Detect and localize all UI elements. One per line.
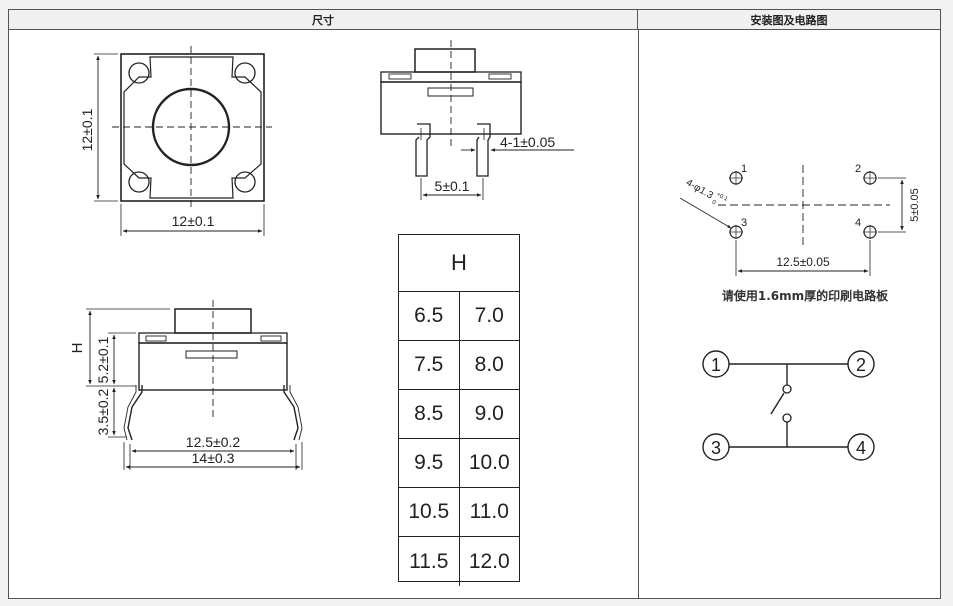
- installation-header: 安装图及电路图: [638, 10, 940, 30]
- terminal-2-label: 2: [856, 355, 866, 375]
- vertical-spacing-label: 5±0.05: [909, 188, 921, 222]
- terminal-4-label: 4: [856, 438, 866, 458]
- terminal-1-label: 1: [711, 355, 721, 375]
- front-pin-span-label: 12.5±0.2: [186, 434, 241, 450]
- h-table-cell: 9.0: [474, 402, 504, 425]
- switch-contact-top: [782, 384, 792, 394]
- h-table-cell: 7.0: [474, 304, 504, 327]
- h-table-cell: 12.0: [468, 549, 510, 573]
- h-table-cell: 11.0: [469, 500, 509, 523]
- h-table-row: 10.5 11.0: [399, 488, 519, 537]
- h-table-row: 7.5 8.0: [399, 341, 519, 390]
- dimensions-header: 尺寸: [9, 10, 638, 30]
- h-table-cell: 11.5: [399, 537, 460, 586]
- hole-tolerance-minus: 0: [711, 199, 717, 206]
- pcb-pin-label-2: 2: [855, 163, 861, 175]
- terminal-2-circle: [847, 350, 875, 378]
- terminal-4-circle: [847, 433, 875, 461]
- terminal-3-circle: [702, 433, 730, 461]
- switch-lever: [770, 392, 785, 415]
- h-table-cell: 10.0: [468, 451, 510, 474]
- hole-size-annotation: 4-φ1.3 +0.1 0: [684, 177, 729, 206]
- installation-diagram: [679, 165, 906, 276]
- pcb-pin-label-4: 4: [855, 217, 861, 229]
- side-view-drawing: [380, 40, 574, 200]
- pcb-thickness-note: 请使用1.6mm厚的印刷电路板: [721, 289, 889, 303]
- top-view-width-label: 12±0.1: [172, 213, 215, 229]
- pcb-pin-label-1: 1: [741, 163, 747, 175]
- hole-tolerance-plus: +0.1: [715, 192, 729, 203]
- pcb-pin-label-3: 3: [741, 217, 747, 229]
- terminal-3-label: 3: [711, 438, 721, 458]
- top-view-drawing: [94, 46, 272, 236]
- front-leg-height-label: 3.5±0.2: [95, 388, 111, 435]
- h-table-row: 6.5 7.0: [399, 292, 519, 341]
- h-table-row: 8.5 9.0: [399, 390, 519, 439]
- front-body-height-label: 5.2±0.1: [95, 336, 111, 383]
- h-table-cell: 10.5: [399, 488, 460, 536]
- horizontal-spacing-label: 12.5±0.05: [776, 255, 830, 269]
- circuit-diagram: [702, 350, 875, 461]
- front-view-drawing: [86, 300, 303, 470]
- switch-contact-bottom: [782, 413, 792, 423]
- h-dimension-table: H 6.5 7.0 7.5 8.0 8.5 9.0 9.5 10.0 10.5 …: [398, 234, 520, 586]
- h-table-row: 11.5 12.0: [399, 537, 519, 586]
- h-table-cell: 9.5: [399, 439, 460, 487]
- corner-hole-tl: [128, 62, 150, 84]
- h-table-cell: 7.5: [399, 341, 460, 389]
- h-table-cell: 8.0: [474, 353, 504, 376]
- h-table-cell: 6.5: [399, 292, 460, 340]
- top-view-body: [120, 53, 265, 202]
- top-view-height-label: 12±0.1: [79, 108, 95, 151]
- hole-size-label: 4-φ1.3: [684, 177, 715, 201]
- side-pin-offset-label: 4-1±0.05: [500, 134, 555, 150]
- corner-hole-bl: [128, 171, 150, 193]
- side-pin-pitch-label: 5±0.1: [435, 178, 470, 194]
- h-table-cell: 8.5: [399, 390, 460, 438]
- front-total-span-label: 14±0.3: [192, 450, 235, 466]
- h-table-header: H: [399, 235, 519, 292]
- section-divider: [638, 30, 639, 598]
- corner-hole-tr: [234, 62, 256, 84]
- corner-hole-br: [234, 171, 256, 193]
- h-table-row: 9.5 10.0: [399, 439, 519, 488]
- front-h-label: H: [69, 343, 86, 354]
- terminal-1-circle: [702, 350, 730, 378]
